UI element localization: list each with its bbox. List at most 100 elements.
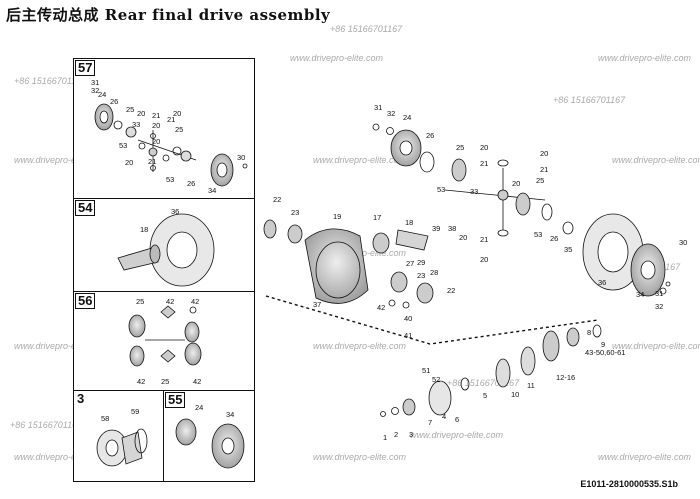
callout-main_middle-7: 20 [459,233,467,242]
watermark-site: www.drivepro-elite.com [598,53,692,63]
panel-3-parts [96,428,148,467]
callout-main_upper-12: 20 [540,149,548,158]
callout-main_middle-2: 19 [333,212,341,221]
callout-main_lower-9: 10 [511,390,519,399]
callout-main_middle-18: 34 [636,290,644,299]
drawing-code: E1011-2810000535.S1b [580,479,678,489]
callout-main_upper-2: 24 [403,113,411,122]
callout-main_middle-6: 38 [448,224,456,233]
callout-main_lower-10: 11 [527,381,535,390]
watermark-site: www.drivepro-elite.com [313,155,407,165]
callout-main_middle-19: 32 [655,302,663,311]
watermark-site: www.drivepro-elite.com [410,430,504,440]
callout-p57-0: 31 [91,78,99,87]
watermark-site: www.drivepro-elite.com [313,341,407,351]
callout-p56-2: 42 [191,297,199,306]
callout-p56-1: 42 [166,297,174,306]
callout-p57-16: 53 [166,175,174,184]
panel-55-parts [175,418,245,469]
watermark-site: www.drivepro-elite.com [612,341,700,351]
panel-56-parts [128,305,202,367]
callout-p57-18: 34 [208,186,216,195]
main-differential-parts [372,123,671,297]
callout-p54-0: 18 [140,225,148,234]
callout-main_lower-0: 51 [422,366,430,375]
callout-main_lower-11: 12-16 [556,373,575,382]
callout-main_middle-4: 18 [405,218,413,227]
watermark-phone: +86 15166701167 [553,95,626,105]
watermark-phone: +86 15166701167 [14,76,87,86]
callout-main_middle-15: 40 [404,314,412,323]
callout-main_middle-0: 22 [273,195,281,204]
callout-p57-8: 20 [152,121,160,130]
callout-p57-9: 20 [173,109,181,118]
callout-p55-1: 34 [226,410,234,419]
callout-main_upper-10: 21 [480,235,488,244]
callout-main_middle-8: 27 [406,259,414,268]
callout-main_upper-8: 53 [437,185,445,194]
callout-main_lower-4: 3 [409,430,413,439]
callout-p57-1: 32 [91,86,99,95]
callout-main_middle-9: 28 [430,268,438,277]
watermark-site: www.drivepro-elite.com [612,155,700,165]
panel-54-parts [117,213,215,287]
callout-main_middle-17: 36 [598,278,606,287]
callout-p57-15: 25 [175,125,183,134]
watermark-site: www.drivepro-elite.com [14,341,108,351]
callout-p56-4: 25 [161,377,169,386]
callout-p57-7: 33 [132,120,140,129]
callout-p54-1: 36 [171,207,179,216]
callout-p3-0: 58 [101,414,109,423]
callout-p57-17: 26 [187,179,195,188]
callout-p57-19: 30 [237,153,245,162]
panel-label: 3 [75,391,87,406]
callout-main_middle-10: 29 [417,258,425,267]
panel-label: 54 [75,200,96,216]
callout-main_upper-5: 20 [480,143,488,152]
callout-main_upper-6: 21 [480,159,488,168]
watermark-site: www.drivepro-elite.com [14,155,108,165]
diagram-title: 后主传动总成 Rear final drive assembly [6,6,331,24]
callout-p56-5: 42 [193,377,201,386]
watermark-phone: +86 15166701167 [330,24,403,34]
callout-main_middle-3: 17 [373,213,381,222]
callout-main_middle-20: 31 [655,289,663,298]
panel-label: 57 [75,60,96,76]
callout-p57-2: 24 [98,90,106,99]
callout-p57-5: 20 [137,109,145,118]
main-housing-parts [263,219,434,309]
callout-p3-1: 59 [131,407,139,416]
callout-main_upper-9: 33 [470,187,478,196]
callout-p57-13: 20 [125,158,133,167]
callout-main_lower-13: 43-50,60-61 [585,348,625,357]
callout-p55-0: 24 [195,403,203,412]
callout-main_middle-11: 23 [417,271,425,280]
callout-main_lower-8: 5 [483,391,487,400]
callout-main_upper-11: 25 [536,176,544,185]
callout-main_upper-4: 25 [456,143,464,152]
watermark-phone: +86 15166701167 [447,378,520,388]
watermark-phone: +86 15166701167 [10,420,83,430]
callout-main_middle-5: 39 [432,224,440,233]
callout-main_upper-16: 26 [550,234,558,243]
callout-main_middle-16: 41 [404,331,412,340]
callout-main_lower-2: 2 [394,430,398,439]
callout-main_middle-14: 42 [377,303,385,312]
callout-main_upper-1: 32 [387,109,395,118]
callout-main_upper-15: 53 [534,230,542,239]
callout-main_lower-3: 1 [383,433,387,442]
callout-main_middle-12: 22 [447,286,455,295]
callout-p57-3: 26 [110,97,118,106]
callout-p57-11: 20 [152,137,160,146]
callout-main_lower-7: 6 [455,415,459,424]
callout-main_upper-3: 26 [426,131,434,140]
callout-main_lower-1: 52 [432,375,440,384]
callout-p56-0: 25 [136,297,144,306]
callout-p57-14: 21 [148,157,156,166]
panel-57-parts [94,103,248,187]
callout-main_middle-1: 23 [291,208,299,217]
callout-main_lower-5: 4 [442,412,446,421]
